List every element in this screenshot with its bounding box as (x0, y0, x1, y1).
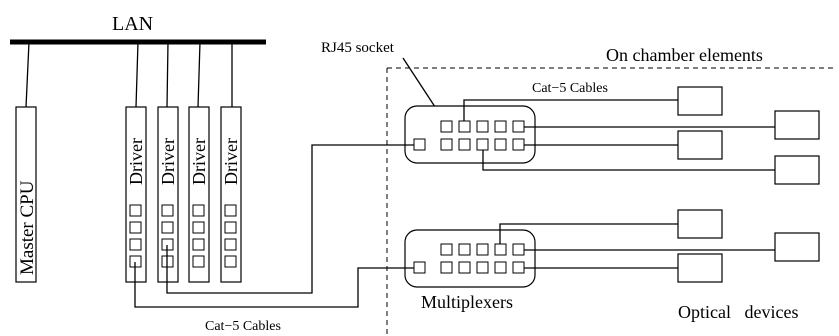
driver-1: Driver (125, 106, 147, 283)
multiplexer-bottom (404, 229, 536, 288)
lan-label: LAN (112, 13, 153, 35)
driver-label: Driver (126, 138, 146, 185)
rj45-socket-label: RJ45 socket (321, 40, 395, 56)
driver-label: Driver (221, 138, 241, 185)
driver-4: Driver (220, 106, 242, 283)
multiplexers-label: Multiplexers (421, 292, 513, 312)
on-chamber-elements-label: On chamber elements (606, 45, 763, 65)
driver-mux-cables (134, 144, 414, 308)
master-cpu-label: Master CPU (17, 180, 38, 275)
master-cpu-box (15, 106, 37, 283)
multiplexer-top (404, 105, 536, 164)
cat5-cables-top-label: Cat−5 Cables (532, 81, 608, 96)
driver-2: Driver (157, 106, 179, 283)
cat5-cables-bottom-label: Cat−5 Cables (205, 319, 281, 334)
cables-bottom (499, 223, 775, 269)
optical-devices-label: Optical devices (678, 302, 798, 322)
driver-3: Driver (188, 106, 210, 283)
optical-devices (677, 86, 820, 283)
driver-label: Driver (158, 138, 178, 185)
cables-top (463, 99, 775, 171)
driver-label: Driver (189, 138, 209, 185)
lan-drops (25, 41, 233, 108)
